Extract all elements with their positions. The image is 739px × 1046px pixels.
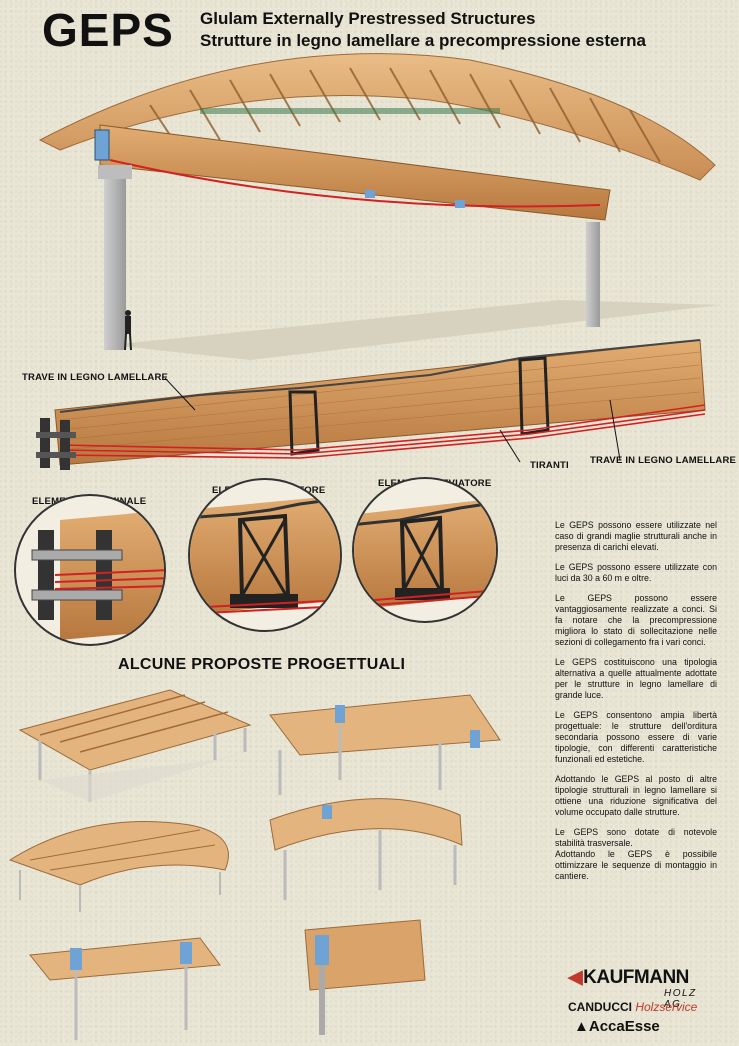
paragraph: Le GEPS possono essere vantaggiosamente …	[555, 593, 717, 647]
holz-ag-text: HOLZ AG	[664, 988, 697, 1010]
section-title: ALCUNE PROPOSTE PROGETTUALI	[118, 656, 406, 673]
paragraph: Adottando le GEPS è possibile ottimizzar…	[555, 849, 717, 881]
main-roof-render	[38, 53, 720, 360]
partner-logos: ◀KAUFMANN HOLZ AG CANDUCCI Holzservice ▲…	[568, 966, 718, 1038]
subtitle-english: Glulam Externally Prestressed Structures	[200, 9, 536, 28]
proposal-column-detail-2	[304, 919, 426, 1035]
detail-circles	[14, 477, 498, 646]
detail-terminal-circle	[14, 494, 166, 646]
label-trave-right: TRAVE IN LEGNO LAMELLARE	[590, 455, 737, 466]
proposal-column-detail-1	[29, 937, 221, 1040]
accaesse-house-icon: ▲	[574, 1018, 589, 1035]
canducci-logo: CANDUCCI Holzservice	[568, 1000, 698, 1014]
proposal-arched-roof	[269, 798, 463, 900]
kaufmann-arrow-icon: ◀	[568, 967, 583, 988]
proposal-flat-roof	[18, 689, 252, 802]
detail-deviator-circle-2	[352, 477, 498, 623]
paragraph: Le GEPS sono dotate di notevole stabilit…	[555, 827, 717, 848]
beam-detail-render	[36, 339, 706, 470]
design-proposals-renders	[8, 689, 501, 1040]
paragraph: Le GEPS possono essere utilizzate con lu…	[555, 562, 717, 583]
paragraph: Le GEPS consentono ampia libertà progett…	[555, 710, 717, 764]
label-trave-left: TRAVE IN LEGNO LAMELLARE	[22, 372, 169, 383]
subtitle-italian: Strutture in legno lamellare a precompre…	[200, 31, 646, 50]
geps-logo: GEPS	[42, 4, 174, 56]
paragraph: Le GEPS possono essere utilizzate nel ca…	[555, 520, 717, 552]
proposal-vaulted-roof	[8, 821, 229, 912]
paragraph: Adottando le GEPS al posto di altre tipo…	[555, 774, 717, 817]
description-text: Le GEPS possono essere utilizzate nel ca…	[555, 520, 717, 891]
accaesse-logo: ▲AccaEsse	[574, 1018, 660, 1035]
label-tiranti: TIRANTI	[530, 460, 569, 471]
detail-deviator-circle-1	[188, 478, 342, 632]
kaufmann-logo: ◀KAUFMANN	[568, 967, 689, 988]
paragraph: Le GEPS costituiscono una tipologia alte…	[555, 657, 717, 700]
proposal-cantilever-roof	[269, 694, 501, 795]
